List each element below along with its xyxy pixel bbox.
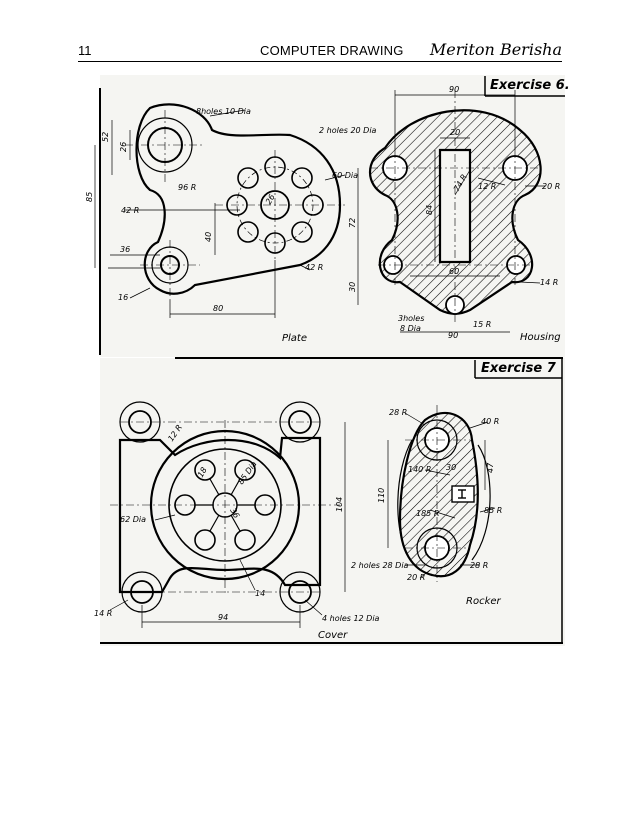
rocker-label-85r: 85 R: [484, 506, 502, 515]
housing-label-60: 60: [449, 267, 459, 276]
rocker-outer-profile: [397, 439, 491, 561]
cover-label-104: 104: [335, 497, 344, 512]
plate-labels: 8holes 10 Dia 52 26 85 96 R 42 R 40 36 1…: [85, 107, 358, 344]
rocker-label-140r: 140 R: [408, 465, 431, 474]
rocker-label-holes: 2 holes 28 Dia: [351, 561, 409, 570]
housing-label-20: 20: [450, 128, 460, 137]
housing-label-15r: 15 R: [473, 320, 491, 329]
rocker-label-185r: 185 R: [416, 509, 439, 518]
exercise7-heading-box: Exercise 7: [474, 360, 562, 379]
rocker-label-28r-bot: 28 R: [470, 561, 488, 570]
housing-dimension-lines: [357, 90, 545, 333]
housing-caption: Housing: [520, 332, 561, 343]
cover-label-62dia: 62 Dia: [120, 515, 146, 524]
housing-label-30: 30: [348, 282, 357, 292]
rocker-dimension-lines: [387, 412, 496, 579]
housing-label-12r: 12 R: [478, 182, 496, 191]
housing-center-lines: [370, 90, 540, 325]
rocker-body: [398, 411, 479, 578]
page-title: COMPUTER DRAWING: [260, 43, 404, 58]
cover-center-lines: [110, 420, 340, 595]
cover-dimension-lines: [109, 422, 346, 628]
plate-label-42r-b: 42 R: [305, 263, 323, 272]
rocker-center-lines: [405, 405, 470, 582]
page-number: 11: [78, 43, 92, 58]
cover-label-14r: 14 R: [94, 609, 112, 618]
plate-label-40: 40: [204, 232, 213, 242]
plate-label-85: 85: [85, 192, 94, 202]
rocker-drawing: [387, 405, 496, 582]
housing-label-90-top: 90: [449, 85, 459, 94]
rocker-label-28r-top: 28 R: [389, 408, 407, 417]
plate-label-26: 26: [119, 142, 128, 152]
housing-label-84: 84: [425, 205, 434, 215]
exercise7-heading: Exercise 7: [481, 361, 557, 376]
exercise6-heading: Exercise 6.: [490, 78, 570, 93]
plate-label-96r: 96 R: [178, 183, 196, 192]
plate-label-80: 80: [213, 304, 223, 313]
housing-label-20r: 20 R: [542, 182, 560, 191]
cover-label-14: 14: [255, 589, 265, 598]
cover-caption: Cover: [318, 630, 348, 641]
housing-label-14r: 14 R: [540, 278, 558, 287]
plate-label-42r: 42 R: [121, 206, 139, 215]
housing-label-3holes: 3holes: [398, 314, 424, 323]
page-header: 11 COMPUTER DRAWING Meriton Berisha: [78, 40, 562, 62]
cover-label-36: 36: [228, 507, 241, 520]
plate-label-36: 36: [120, 245, 130, 254]
rocker-slot: [451, 485, 475, 503]
rocker-label-20r: 20 R: [407, 573, 425, 582]
housing-label-90-bot: 90: [448, 331, 458, 340]
plate-label-26b: 26: [264, 193, 277, 206]
plate-label-52: 52: [101, 132, 110, 142]
plate-label-60dia: 60 Dia: [332, 171, 358, 180]
housing-drawing: [357, 90, 545, 333]
plate-dimension-lines: [94, 109, 346, 318]
exercise7-scan-area: [100, 358, 565, 646]
rocker-label-30: 30: [446, 463, 456, 472]
rocker-labels: 28 R 40 R 140 R 30 47 110 185 R 85 R 2 h…: [351, 408, 502, 607]
housing-label-8dia: 8 Dia: [400, 324, 421, 333]
cover-label-94: 94: [218, 613, 228, 622]
plate-drawing: [94, 103, 346, 318]
rocker-label-40r: 40 R: [481, 417, 499, 426]
rocker-label-110: 110: [377, 488, 386, 503]
plate-label-holes: 8holes 10 Dia: [196, 107, 251, 116]
plate-center-lines: [125, 110, 345, 300]
plate-caption: Plate: [282, 333, 307, 344]
rocker-caption: Rocker: [466, 596, 502, 607]
cover-drawing: [109, 401, 346, 628]
housing-label-holes: 2 holes 20 Dia: [319, 126, 377, 135]
housing-label-72: 72: [348, 218, 357, 228]
cover-label-holes: 4 holes 12 Dia: [322, 614, 380, 623]
author-signature: Meriton Berisha: [429, 40, 562, 59]
housing-body: [369, 109, 542, 315]
cover-label-18: 18: [196, 466, 209, 479]
plate-label-16: 16: [118, 293, 128, 302]
rocker-label-47: 47: [486, 462, 495, 473]
exercise6-heading-box: Exercise 6.: [484, 76, 570, 97]
